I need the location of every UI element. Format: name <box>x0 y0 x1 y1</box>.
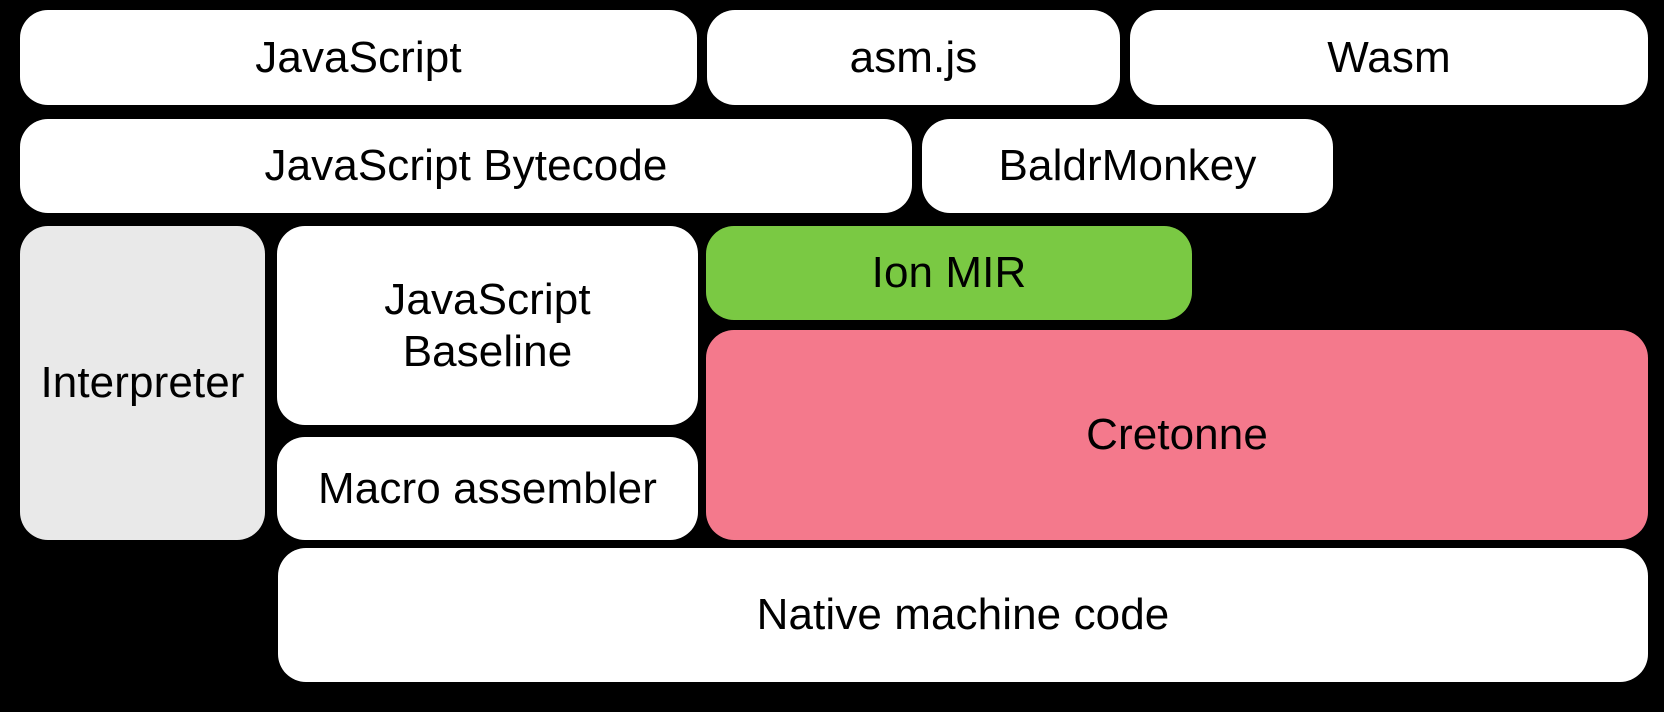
box-cretonne: Cretonne <box>706 330 1648 540</box>
box-asm-js: asm.js <box>707 10 1120 105</box>
box-baldrmonkey: BaldrMonkey <box>922 119 1333 213</box>
box-macro-assembler: Macro assembler <box>277 437 698 540</box>
box-javascript-bytecode: JavaScript Bytecode <box>20 119 912 213</box>
box-ion-mir: Ion MIR <box>706 226 1192 320</box>
box-wasm: Wasm <box>1130 10 1648 105</box>
box-native-machine-code: Native machine code <box>278 548 1648 682</box>
box-interpreter: Interpreter <box>20 226 265 540</box>
box-javascript: JavaScript <box>20 10 697 105</box>
box-javascript-baseline: JavaScript Baseline <box>277 226 698 425</box>
